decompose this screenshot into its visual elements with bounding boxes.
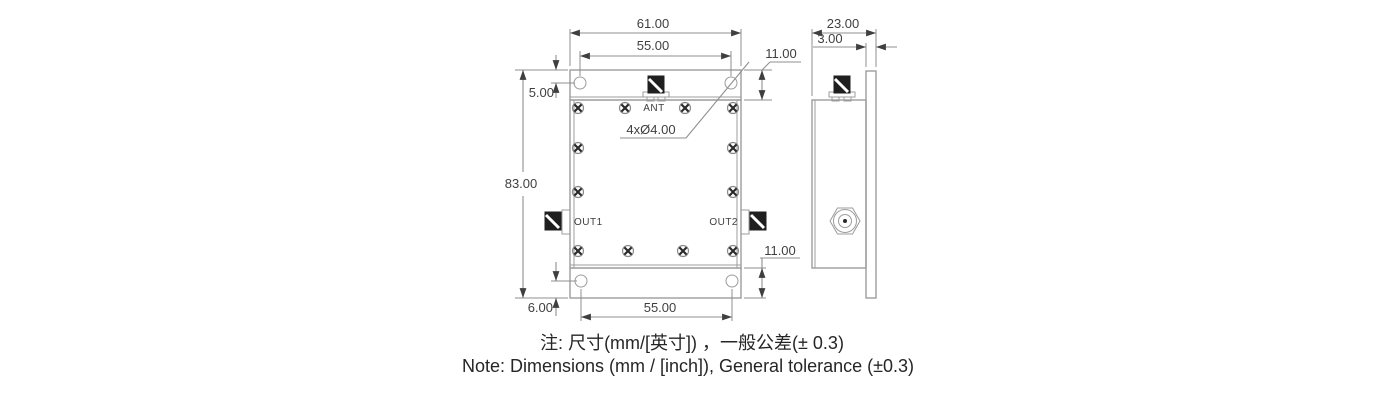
callout-mounting-holes: 4xØ4.00 [620,61,750,139]
ant-label: ANT [643,103,665,114]
ant-connector-icon [642,75,670,102]
front-plate-outline [569,69,742,299]
dim-hole-span-bottom-text: 55.00 [644,300,677,315]
dim-depth-text: 23.00 [827,16,860,31]
side-sma-connector-icon [829,207,861,235]
out1-label: OUT1 [574,217,603,228]
screw-icon [678,101,692,115]
screw-icon [618,101,632,115]
dim-flange-height-top: 11.00 [744,46,801,101]
dim-flange-height-top-text: 11.00 [765,46,797,61]
mount-hole-top-right [724,76,738,90]
screw-icon [621,244,635,258]
out2-connector-icon [740,209,767,235]
side-flange-outline [865,70,877,299]
note-line-zh: 注: 尺寸(mm/[英寸]) ，一般公差(± 0.3) [540,333,844,353]
front-view: ANT OUT1 OUT2 61.00 55.00 [505,16,801,321]
out2-label: OUT2 [709,217,738,228]
dim-flange-thickness-text: 3.00 [817,31,842,46]
dim-hole-offset-bottom: 6.00 [528,262,577,316]
mount-hole-bottom-right [725,274,739,288]
mount-hole-top-left [573,76,587,90]
side-body-outline [811,99,867,269]
dim-hole-span-top-text: 55.00 [637,38,670,53]
note-line-en: Note: Dimensions (mm / [inch]), General … [462,356,914,376]
out1-connector-icon [544,209,571,235]
dim-flange-thickness: 3.00 [813,31,897,67]
dim-hole-span-bottom: 55.00 [580,289,733,321]
callout-mounting-holes-text: 4xØ4.00 [626,122,675,137]
dim-hole-offset-bottom-text: 6.00 [528,300,553,315]
dim-width-top: 61.00 [569,16,742,66]
side-ant-connector-icon [828,75,856,102]
dim-total-height-text: 83.00 [505,176,538,191]
dim-total-height: 83.00 [505,69,568,299]
dim-hole-offset-top: 5.00 [529,55,575,100]
dim-flange-height-bottom: 11.00 [744,243,800,299]
notes: 注: 尺寸(mm/[英寸]) ，一般公差(± 0.3) Note: Dimens… [462,333,914,376]
dim-width-top-text: 61.00 [637,16,670,31]
screw-icon [676,244,690,258]
dim-hole-span-top: 55.00 [579,38,732,76]
side-view: 23.00 3.00 [811,16,897,299]
dim-depth: 23.00 [811,16,877,96]
dim-hole-offset-top-text: 5.00 [529,85,554,100]
dim-flange-height-bottom-text: 11.00 [764,243,796,258]
